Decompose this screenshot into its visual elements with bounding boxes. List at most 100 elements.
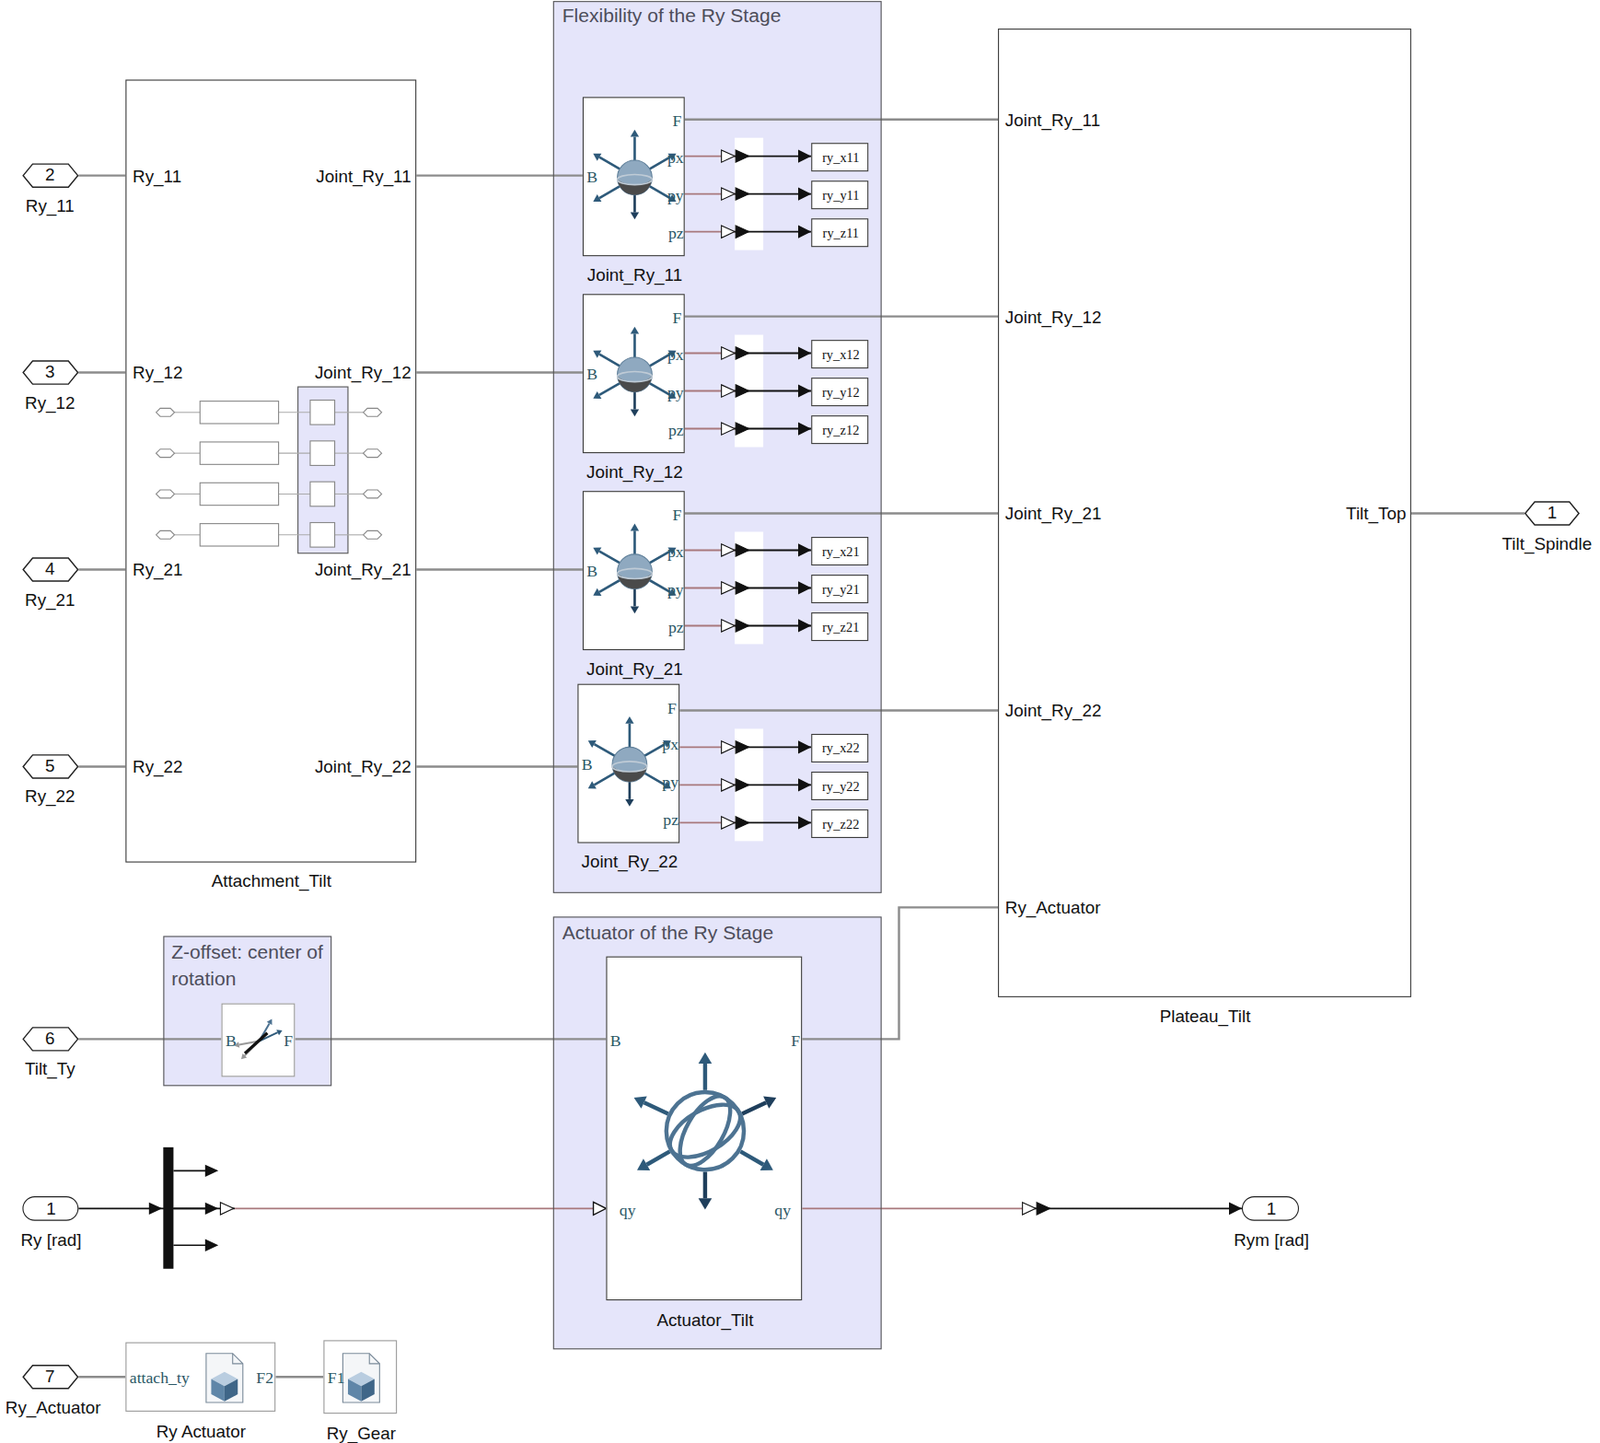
converter-triangle [735, 187, 749, 200]
block-label: Ry_21 [24, 590, 75, 611]
inner-port [363, 407, 383, 417]
arrow-head [588, 780, 597, 789]
port-label: B [586, 365, 598, 384]
port-number: 7 [45, 1366, 55, 1387]
inner-wire [278, 411, 311, 413]
arrow-head [630, 212, 639, 221]
port-label: F [672, 506, 683, 525]
block-label: Ry_Actuator [1005, 898, 1102, 919]
port-label: pz [668, 617, 685, 637]
cube-left [210, 1378, 224, 1401]
arrow-head [592, 588, 602, 596]
arrow-head [592, 391, 602, 399]
physical-connection [679, 708, 998, 711]
hexagon-shape [23, 557, 78, 581]
group-band: Actuator_TiltBFqyqyActuator of the Ry St… [553, 915, 882, 1349]
hexagon-shape [23, 163, 78, 187]
arrow-head [588, 740, 597, 748]
arrow-head [630, 605, 639, 614]
physical-connection [78, 371, 126, 373]
group-band: Joint_Ry_11FBpxpypzJoint_Ry_12FBpxpypzJo… [553, 0, 882, 893]
inner-port [156, 530, 175, 539]
group-band: BFZ-offset: center of rotation [162, 935, 332, 1086]
block-box: ry_z11 [811, 218, 869, 247]
sphere-base [617, 177, 653, 196]
converter-triangle [735, 347, 749, 360]
physical-connection [416, 371, 583, 373]
axis-arrow [742, 1101, 766, 1114]
physical-connection [801, 906, 998, 1039]
block-label: Joint_Ry_21 [586, 659, 684, 680]
converter-triangle [735, 778, 749, 791]
axis-arrow [633, 530, 637, 557]
mux-arrow [205, 1202, 219, 1215]
block-box: ry_x12 [811, 339, 869, 369]
port-number: 1 [1266, 1199, 1276, 1220]
converter-triangle [735, 150, 749, 163]
block-label: Joint_Ry_22 [314, 757, 412, 778]
converter-triangle [721, 619, 735, 632]
port-number: 6 [45, 1029, 55, 1050]
block-box: BF [221, 1003, 296, 1078]
axis-arrow [593, 743, 617, 757]
block-label: Joint_Ry_11 [1005, 110, 1101, 131]
sphere-base [617, 374, 653, 393]
inner-wire [278, 493, 311, 495]
port-oval: 1Rym [rad] [1241, 1195, 1299, 1221]
sphere-rim [617, 174, 653, 186]
group-title: Flexibility of the Ry Stage [562, 5, 782, 28]
port-label: pz [668, 224, 685, 244]
block-label: Ry_Actuator [5, 1398, 102, 1419]
block-box: Joint_Ry_11FBpxpypz [582, 96, 685, 256]
block-label: Ry_11 [132, 166, 182, 187]
port-label: B [225, 1031, 237, 1050]
arrow-head [763, 1096, 777, 1109]
axis-arrow [599, 157, 623, 171]
cube-right [360, 1378, 374, 1401]
arrow-head [698, 1052, 713, 1064]
port-label: F1 [327, 1368, 346, 1387]
axis-arrow [703, 1171, 708, 1198]
port-label: px [667, 149, 685, 168]
port-tag: 4Ry_21 [22, 556, 79, 582]
axis-arrow [647, 382, 671, 395]
file-fold [369, 1353, 380, 1364]
block-box: Attachment_TiltRy_11Joint_Ry_11Ry_12Join… [125, 79, 417, 862]
port-number: 3 [45, 362, 55, 383]
axis-arrow [740, 1150, 764, 1164]
arrow-head [266, 1019, 273, 1025]
sphere-body [617, 554, 653, 590]
arrow-head [634, 1096, 648, 1109]
converter-triangle [721, 544, 735, 557]
offset-arrow [244, 1032, 267, 1054]
block-label: Ry [rad] [20, 1229, 82, 1251]
axis-arrow [647, 551, 671, 565]
port-number: 2 [45, 165, 55, 186]
cube-left [347, 1378, 361, 1401]
port-tag: 7Ry_Actuator [22, 1364, 79, 1390]
goto-tag: ry_y21 [822, 581, 860, 598]
goto-tag: ry_y12 [822, 384, 860, 401]
axis-arrow [641, 743, 665, 757]
inner-block [199, 482, 279, 505]
block-box: ry_x21 [811, 536, 869, 566]
converter-triangle [220, 1202, 233, 1215]
goto-tag: ry_z21 [822, 619, 859, 636]
block-box: ry_y21 [811, 574, 869, 603]
physical-connection [78, 1375, 126, 1378]
port-number: 5 [45, 756, 55, 777]
block-box: ry_z21 [811, 612, 869, 641]
block-label: Joint_Ry_11 [587, 265, 683, 286]
axis-arrow [599, 578, 623, 592]
port-label: F [283, 1031, 293, 1050]
physical-connection [294, 1037, 606, 1040]
converter-triangle [735, 544, 749, 557]
block-label: Joint_Ry_22 [581, 852, 679, 873]
block-label: Joint_Ry_22 [1005, 701, 1102, 722]
port-label: F [672, 112, 683, 131]
converter-triangle [721, 741, 735, 754]
goto-tag: ry_x11 [822, 150, 859, 167]
axis-arrow [647, 578, 671, 592]
inner-port [156, 489, 175, 499]
